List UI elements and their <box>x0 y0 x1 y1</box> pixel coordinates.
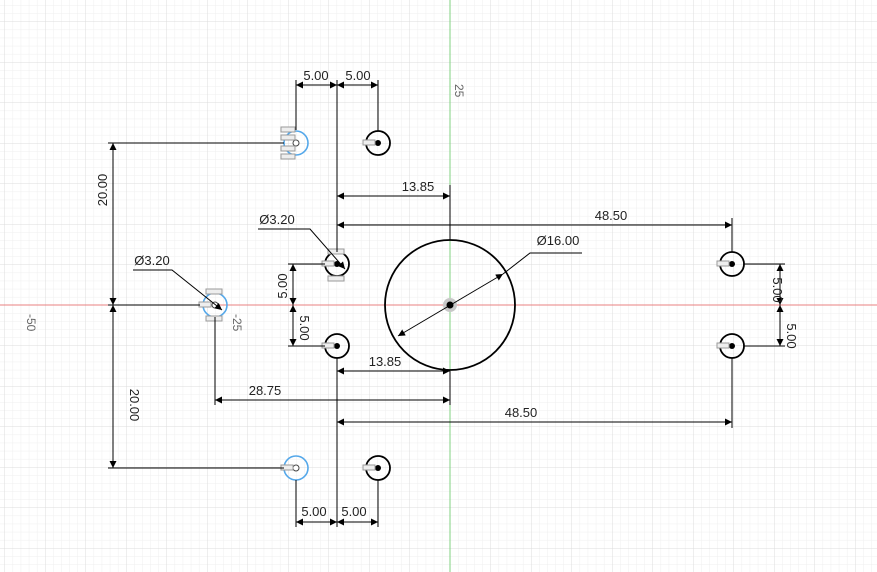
dim-bottom-20[interactable]: 20.00 <box>127 389 142 422</box>
dim-right-5-upper[interactable]: 5.00 <box>770 277 785 302</box>
constraint-icon[interactable] <box>716 260 730 267</box>
dim-top-left-5[interactable]: 5.00 <box>303 68 328 83</box>
dim-top-20[interactable]: 20.00 <box>95 174 110 207</box>
center-point[interactable] <box>375 465 381 471</box>
constraint-icon[interactable] <box>280 126 296 133</box>
constraint-icon[interactable] <box>716 342 730 349</box>
dim-left-5-lower[interactable]: 5.00 <box>297 315 312 340</box>
axis-label-x-minus-25: -25 <box>230 314 244 332</box>
constraint-icon[interactable] <box>198 301 212 308</box>
dim-left-5-upper[interactable]: 5.00 <box>275 273 290 298</box>
dimension-lines <box>108 80 785 527</box>
dim-right-5-lower[interactable]: 5.00 <box>784 323 799 348</box>
constraint-icon[interactable] <box>362 139 376 146</box>
axis-label-x-minus-50: -50 <box>24 314 38 332</box>
constraint-icon[interactable] <box>327 275 345 282</box>
axis-label-y-25: 25 <box>452 84 466 98</box>
dim-lower-13-85[interactable]: 13.85 <box>369 354 402 369</box>
constraint-icon[interactable] <box>280 134 296 141</box>
constraint-icon[interactable] <box>205 315 223 322</box>
constraint-icon[interactable] <box>205 288 223 295</box>
dim-lower-48-50[interactable]: 48.50 <box>505 405 538 420</box>
constraint-icon[interactable] <box>362 464 376 471</box>
center-point[interactable] <box>292 139 300 147</box>
diameter-16-leader[interactable] <box>397 273 504 337</box>
dim-top-right-5[interactable]: 5.00 <box>345 68 370 83</box>
dim-bottom-left-5[interactable]: 5.00 <box>301 504 326 519</box>
dim-width-28-75[interactable]: 28.75 <box>249 383 282 398</box>
constraint-icon[interactable] <box>280 145 296 152</box>
center-point[interactable] <box>292 464 300 472</box>
constraint-icon[interactable] <box>280 153 296 160</box>
center-point[interactable] <box>729 343 735 349</box>
center-point[interactable] <box>375 140 381 146</box>
dim-upper-13-85[interactable]: 13.85 <box>402 179 435 194</box>
dim-diameter-16[interactable]: Ø16.00 <box>537 233 580 248</box>
dim-diameter-3-20-left[interactable]: Ø3.20 <box>134 253 169 268</box>
dim-upper-48-50[interactable]: 48.50 <box>595 208 628 223</box>
center-point[interactable] <box>729 261 735 267</box>
constraint-glyphs <box>198 126 730 471</box>
center-point[interactable] <box>334 343 340 349</box>
dim-bottom-right-5[interactable]: 5.00 <box>341 504 366 519</box>
diameter-3-20-upper-leader[interactable] <box>258 228 346 270</box>
diameter-3-20-left-leader[interactable] <box>133 269 223 311</box>
dim-diameter-3-20-upper[interactable]: Ø3.20 <box>259 212 294 227</box>
constraint-icon[interactable] <box>327 248 345 255</box>
diameter-16-leader-tail <box>502 252 582 275</box>
